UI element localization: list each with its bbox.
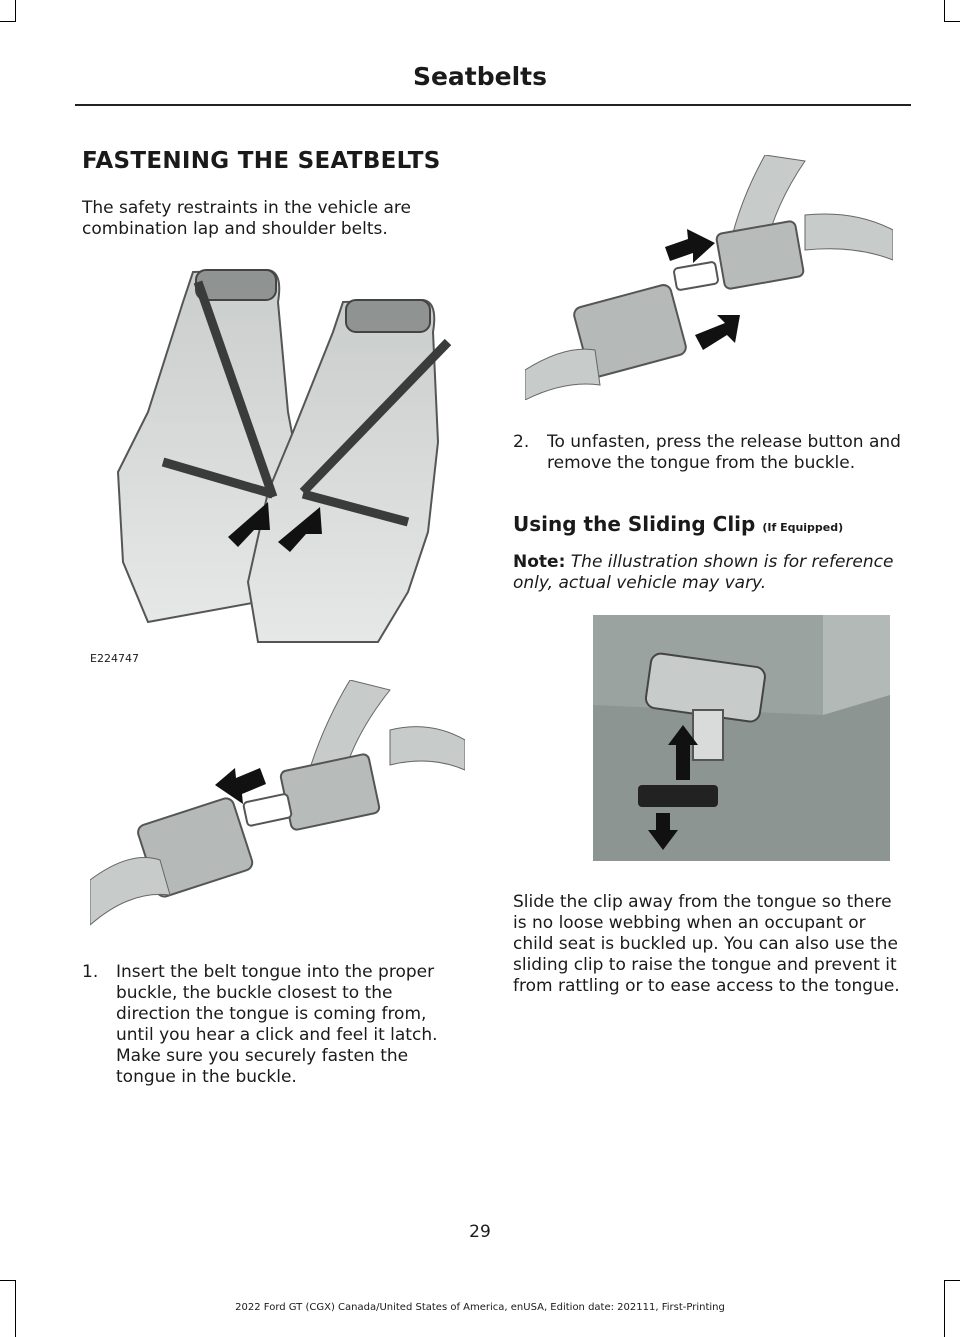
subsection-heading: Using the Sliding Clip (If Equipped) bbox=[513, 512, 843, 536]
page-number: 29 bbox=[469, 1222, 491, 1242]
note-label: Note: bbox=[513, 552, 566, 572]
step-2: 2. To unfasten, press the release button… bbox=[513, 432, 908, 474]
footer-text: 2022 Ford GT (CGX) Canada/United States … bbox=[235, 1302, 725, 1313]
note-text: The illustration shown is for reference … bbox=[513, 552, 894, 593]
intro-paragraph: The safety restraints in the vehicle are… bbox=[82, 198, 411, 239]
crop-mark bbox=[944, 1280, 945, 1337]
sliding-clip-paragraph: Slide the clip away from the tongue so t… bbox=[513, 892, 900, 996]
crop-mark bbox=[944, 21, 960, 22]
seats-illustration bbox=[88, 262, 468, 672]
step-text: To unfasten, press the release button an… bbox=[547, 432, 901, 473]
release-buckle-illustration bbox=[524, 154, 894, 401]
page-header-title: Seatbelts bbox=[412, 62, 548, 91]
insert-tongue-illustration bbox=[89, 679, 466, 930]
crop-mark bbox=[944, 1280, 960, 1281]
figure-id: E224747 bbox=[90, 652, 139, 665]
crop-mark bbox=[944, 0, 945, 22]
section-heading: FASTENING THE SEATBELTS bbox=[82, 148, 441, 174]
crop-mark bbox=[15, 0, 16, 22]
sliding-clip-illustration bbox=[593, 615, 890, 861]
crop-mark bbox=[15, 1280, 16, 1337]
step-number: 2. bbox=[513, 432, 530, 452]
step-number: 1. bbox=[82, 962, 99, 982]
crop-mark bbox=[0, 21, 16, 22]
subsection-qualifier: (If Equipped) bbox=[762, 521, 844, 534]
note: Note: The illustration shown is for refe… bbox=[513, 552, 908, 594]
subsection-title: Using the Sliding Clip bbox=[513, 512, 756, 536]
step-text: Insert the belt tongue into the proper b… bbox=[116, 962, 438, 1087]
header-divider bbox=[75, 104, 911, 106]
crop-mark bbox=[0, 1280, 16, 1281]
step-1: 1. Insert the belt tongue into the prope… bbox=[82, 962, 467, 1088]
